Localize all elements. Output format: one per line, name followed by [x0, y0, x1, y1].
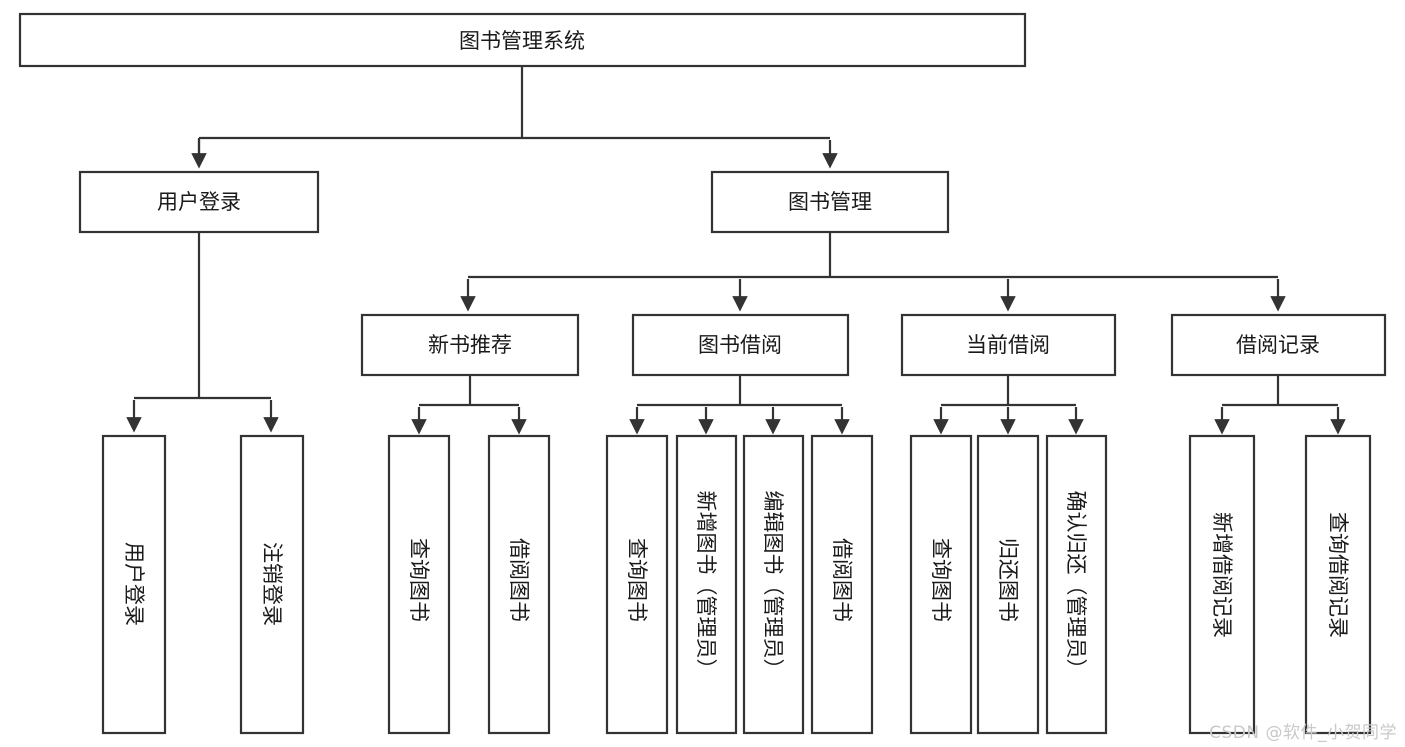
node-leaf-confirm-return-label: 确认归还（管理员） — [1064, 491, 1088, 680]
node-leaf-query-record-box[interactable] — [1304, 434, 1372, 735]
node-leaf-query-book-2-box[interactable] — [605, 434, 669, 735]
node-leaf-return-book-box[interactable] — [976, 434, 1040, 735]
connector-borrowrecord-bus — [1222, 375, 1338, 407]
node-root-label: 图书管理系统 — [459, 29, 585, 53]
node-leaf-add-book[interactable]: 新增图书（管理员） — [675, 434, 738, 735]
connector-root-bus — [197, 66, 830, 163]
node-leaf-borrow-book-1[interactable]: 借阅图书 — [487, 434, 551, 735]
node-leaf-confirm-return-box[interactable] — [1045, 434, 1108, 735]
node-borrow-record[interactable]: 借阅记录 — [1170, 313, 1387, 377]
node-current-borrow[interactable]: 当前借阅 — [900, 313, 1117, 377]
connectors-book-manage — [460, 232, 1286, 312]
node-new-book-rec-box[interactable] — [360, 313, 580, 377]
node-leaf-query-book-2[interactable]: 查询图书 — [605, 434, 669, 735]
connector-newbookrec-bus — [419, 375, 519, 407]
node-leaf-add-book-box[interactable] — [675, 434, 738, 735]
node-leaf-add-record-label: 新增借阅记录 — [1210, 512, 1234, 638]
node-user-login-box[interactable] — [78, 170, 320, 234]
node-book-borrow-box[interactable] — [631, 313, 850, 377]
connectors-user-login — [126, 232, 279, 433]
connector-currentborrow-bus — [941, 375, 1076, 407]
node-book-manage-label: 图书管理 — [788, 190, 872, 214]
node-leaf-borrow-book-2[interactable]: 借阅图书 — [810, 434, 874, 735]
node-leaf-query-record-label: 查询借阅记录 — [1326, 512, 1350, 638]
node-leaf-query-book-2-label: 查询图书 — [625, 538, 649, 622]
connector-userlogin-bus — [134, 232, 271, 400]
node-leaf-query-book-3[interactable]: 查询图书 — [909, 434, 973, 735]
node-leaf-add-record[interactable]: 新增借阅记录 — [1188, 434, 1256, 735]
node-leaf-user-login-box[interactable] — [101, 434, 167, 735]
node-leaf-borrow-book-2-box[interactable] — [810, 434, 874, 735]
node-borrow-record-box[interactable] — [1170, 313, 1387, 377]
connector-bookborrow-bus — [637, 375, 842, 407]
node-leaf-user-login[interactable]: 用户登录 — [101, 434, 167, 735]
node-leaf-query-book-1[interactable]: 查询图书 — [387, 434, 451, 735]
node-user-login-label: 用户登录 — [157, 190, 241, 214]
connector-bookmanage-bus — [468, 232, 1278, 279]
connectors-new-book-rec — [411, 375, 527, 435]
node-leaf-query-book-1-label: 查询图书 — [407, 538, 431, 622]
connectors-borrow-record — [1214, 375, 1346, 435]
csdn-watermark: CSDN @软件_小贺同学 — [1209, 723, 1397, 743]
node-book-manage-box[interactable] — [710, 170, 950, 234]
node-current-borrow-label: 当前借阅 — [966, 333, 1050, 357]
node-leaf-user-login-label: 用户登录 — [122, 542, 146, 626]
connectors-root — [191, 66, 838, 169]
node-leaf-query-record[interactable]: 查询借阅记录 — [1304, 434, 1372, 735]
node-leaf-borrow-book-2-label: 借阅图书 — [830, 538, 854, 622]
node-leaf-return-book[interactable]: 归还图书 — [976, 434, 1040, 735]
node-current-borrow-box[interactable] — [900, 313, 1117, 377]
node-root[interactable]: 图书管理系统 — [18, 12, 1027, 68]
node-book-borrow-label: 图书借阅 — [698, 333, 782, 357]
node-leaf-borrow-book-1-box[interactable] — [487, 434, 551, 735]
node-leaf-logout[interactable]: 注销登录 — [239, 434, 305, 735]
connectors-current-borrow — [933, 375, 1084, 435]
node-book-borrow[interactable]: 图书借阅 — [631, 313, 850, 377]
node-borrow-record-label: 借阅记录 — [1236, 333, 1320, 357]
node-book-manage[interactable]: 图书管理 — [710, 170, 950, 234]
node-leaf-add-record-box[interactable] — [1188, 434, 1256, 735]
node-leaf-query-book-1-box[interactable] — [387, 434, 451, 735]
node-leaf-return-book-label: 归还图书 — [996, 538, 1020, 622]
node-leaf-logout-box[interactable] — [239, 434, 305, 735]
node-leaf-borrow-book-1-label: 借阅图书 — [507, 538, 531, 622]
node-leaf-query-book-3-box[interactable] — [909, 434, 973, 735]
node-leaf-edit-book-label: 编辑图书（管理员） — [761, 491, 785, 680]
node-root-box[interactable] — [18, 12, 1027, 68]
node-leaf-confirm-return[interactable]: 确认归还（管理员） — [1045, 434, 1108, 735]
node-user-login[interactable]: 用户登录 — [78, 170, 320, 234]
node-leaf-add-book-label: 新增图书（管理员） — [694, 491, 718, 680]
node-new-book-rec-label: 新书推荐 — [428, 333, 512, 357]
node-leaf-edit-book[interactable]: 编辑图书（管理员） — [742, 434, 805, 735]
node-leaf-query-book-3-label: 查询图书 — [929, 538, 953, 622]
node-leaf-logout-label: 注销登录 — [260, 542, 284, 626]
node-leaf-edit-book-box[interactable] — [742, 434, 805, 735]
node-new-book-rec[interactable]: 新书推荐 — [360, 313, 580, 377]
connectors-book-borrow — [629, 375, 850, 435]
